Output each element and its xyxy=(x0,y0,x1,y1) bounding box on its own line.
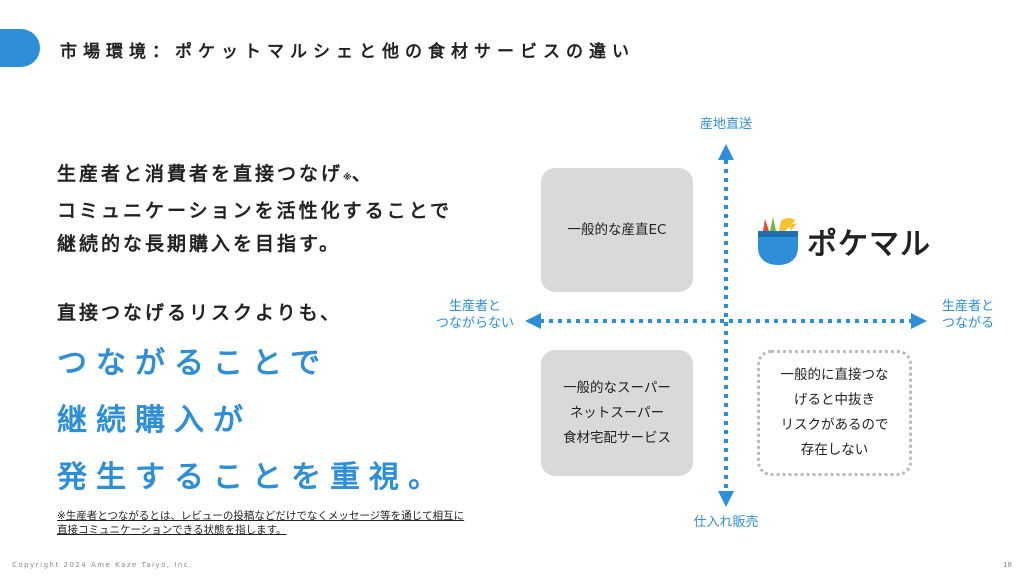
logo-text: ポケマル xyxy=(807,227,931,262)
emphasis-line-3: 発生することを重視。 xyxy=(57,460,447,495)
copyright: Copyright 2024 Ame Kaze Taiyo, Inc. xyxy=(12,561,193,569)
footnote-line-1: ※生産者とつながるとは、レビューの投稿などだけでなくメッセージ等を通じて相互に xyxy=(57,510,465,522)
emphasis-text: つながることで 継続購入が 発生することを重視。 xyxy=(57,335,447,506)
emphasis-line-2: 継続購入が xyxy=(57,403,252,438)
lead-line-2: コミュニケーションを活性化することで xyxy=(57,200,453,222)
axis-label-bottom: 仕入れ販売 xyxy=(693,515,759,530)
arrow-right-icon xyxy=(911,313,927,329)
box-nonexistent: 一般的に直接つな げると中抜き リスクがあるので 存在しない xyxy=(757,350,912,476)
axis-label-top: 産地直送 xyxy=(699,117,752,132)
axis-label-right: 生産者と つながる xyxy=(941,299,994,331)
emphasis-line-1: つながることで xyxy=(57,346,330,381)
footnote: ※生産者とつながるとは、レビューの投稿などだけでなくメッセージ等を通じて相互に … xyxy=(57,509,464,537)
page-number: 18 xyxy=(1003,561,1012,569)
arrow-down-icon xyxy=(718,491,734,507)
page-title: 市場環境：ポケットマルシェと他の食材サービスの違い xyxy=(60,42,635,62)
box-supermarket: 一般的なスーパー ネットスーパー 食材宅配サービス xyxy=(541,350,693,476)
arrow-up-icon xyxy=(718,144,734,160)
basket-logo-icon xyxy=(758,217,798,265)
arrow-left-icon xyxy=(525,313,541,329)
axis-label-left: 生産者と つながらない xyxy=(435,299,514,331)
lead-line-3: 継続的な長期購入を目指す。 xyxy=(57,233,342,255)
footnote-mark: ※ xyxy=(343,173,352,183)
pokemaru-logo: ポケマル xyxy=(755,215,931,267)
lead-line-1: 生産者と消費者を直接つなげ※、 xyxy=(57,163,374,185)
lead-text: 生産者と消費者を直接つなげ※、 コミュニケーションを活性化することで 継続的な長… xyxy=(57,158,452,261)
box-direct-ec: 一般的な産直EC xyxy=(541,168,693,292)
header-accent-tab xyxy=(0,29,40,67)
footnote-line-2: 直接コミュニケーションできる状態を指します。 xyxy=(57,524,287,536)
sub-lead-text: 直接つなげるリスクよりも、 xyxy=(57,302,343,324)
